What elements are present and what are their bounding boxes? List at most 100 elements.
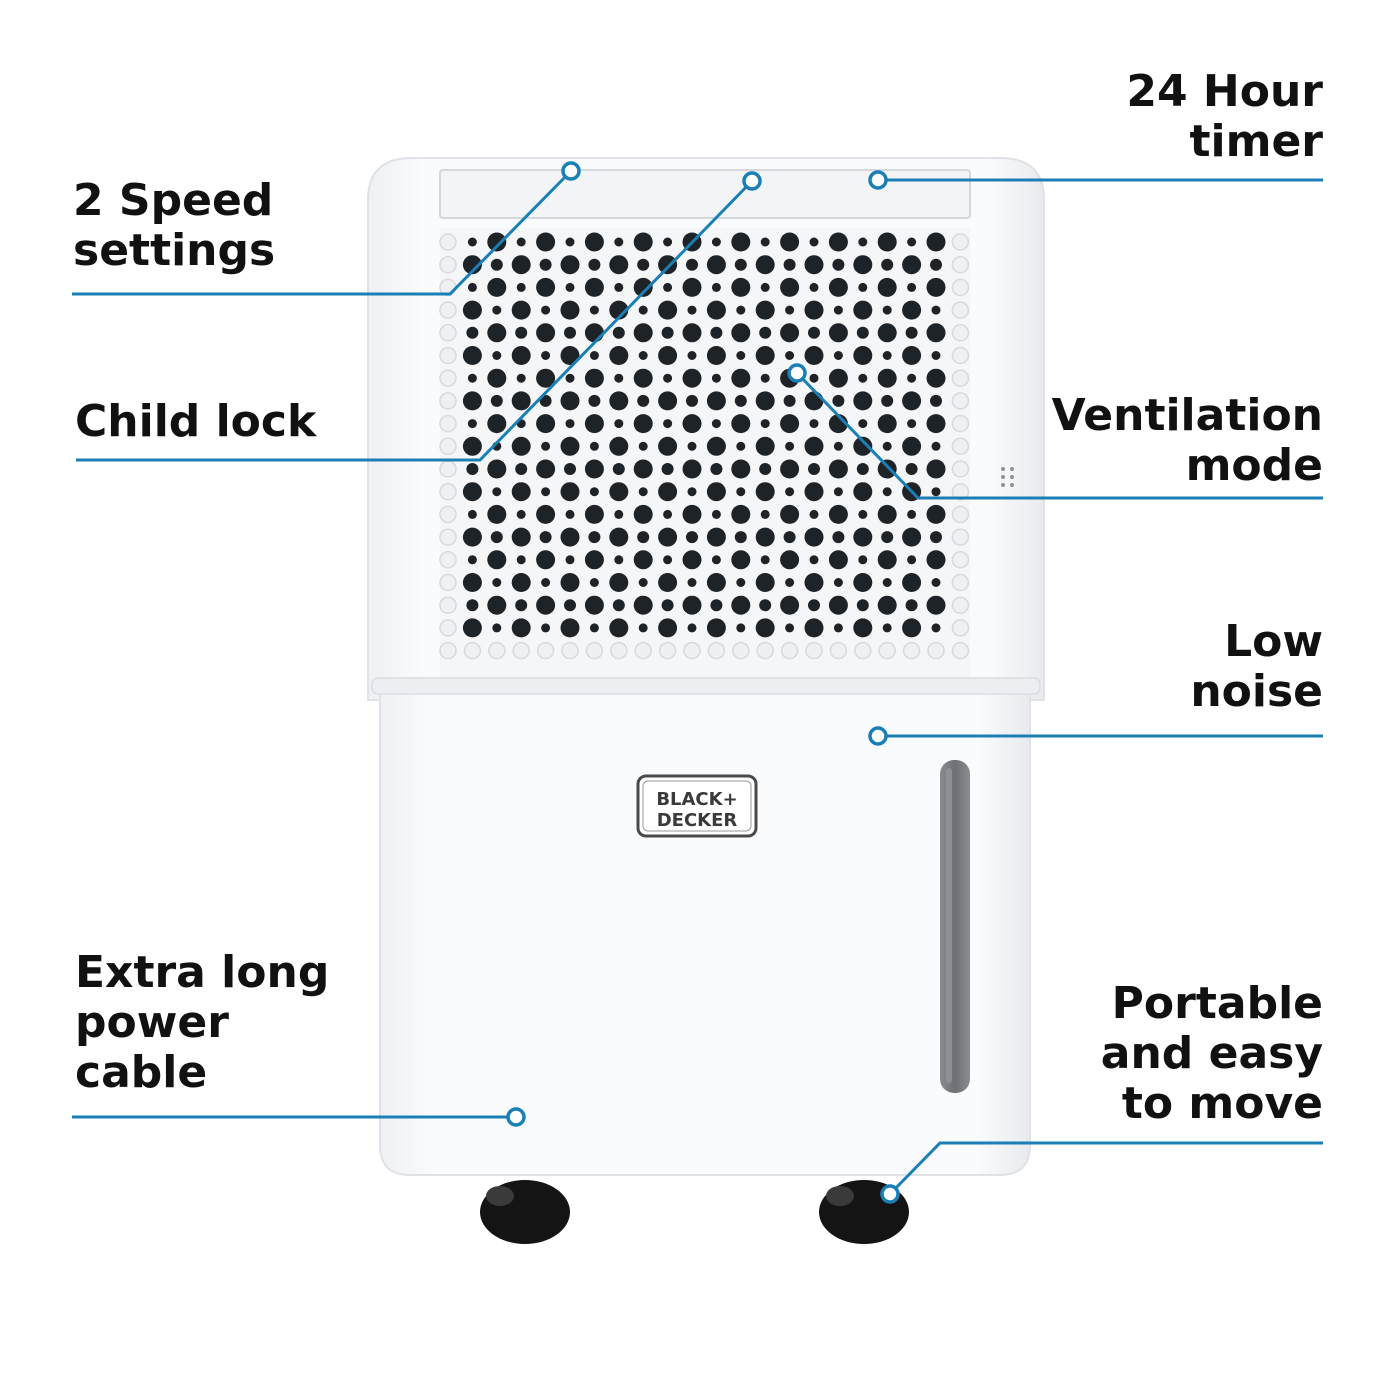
grille-hole [951, 619, 970, 637]
grille-hole [833, 623, 843, 633]
grille-hole [511, 255, 531, 275]
grille-hole [439, 528, 457, 546]
grille-hole [511, 391, 531, 411]
grille-hole [439, 414, 457, 433]
grille-hole [785, 623, 795, 633]
grille-hole [809, 555, 819, 565]
grille-hole [783, 258, 796, 271]
grille-hole [759, 599, 772, 612]
grille-hole [882, 578, 892, 587]
grille-hole [951, 573, 970, 592]
grille-hole [560, 346, 580, 365]
grille-hole [539, 258, 552, 271]
brand-logo: BLACK+ DECKER [636, 774, 758, 838]
grille-hole [856, 599, 869, 612]
grille-hole [809, 282, 819, 292]
grille-hole [732, 641, 750, 660]
grille-hole [907, 282, 917, 292]
grille-hole [439, 392, 457, 410]
grille-hole [487, 504, 507, 524]
grille-hole [584, 277, 604, 297]
grille-hole [785, 487, 795, 497]
grille-hole [610, 641, 628, 660]
grille-hole [804, 436, 824, 456]
grille-hole [584, 368, 604, 388]
grille-hole [785, 351, 795, 360]
grille-hole [755, 300, 775, 320]
grille-hole [804, 255, 824, 275]
brand-line2: DECKER [657, 810, 738, 831]
grille-hole [877, 277, 897, 297]
grille-hole [828, 368, 848, 388]
grille-hole [858, 282, 868, 292]
grille-hole [877, 504, 897, 524]
grille-hole [612, 599, 625, 612]
water-level-window [940, 760, 970, 1093]
grille-hole [736, 351, 746, 360]
grille-hole [760, 237, 770, 247]
grille-hole [877, 232, 897, 252]
grille-hole [515, 599, 528, 612]
grille-hole [731, 504, 751, 524]
grille-hole [804, 527, 824, 547]
grille-hole [663, 373, 673, 383]
label-noise-line1: Low [1224, 616, 1323, 667]
grille-hole [609, 255, 629, 275]
grille-hole [462, 527, 482, 547]
grille-hole [808, 599, 820, 612]
grille-hole [658, 527, 678, 547]
grille-hole [828, 232, 848, 252]
label-noise-line2: noise [1190, 666, 1323, 717]
grille-hole [907, 373, 917, 383]
label-speed-line1: 2 Speed [73, 175, 274, 226]
grille-hole [467, 419, 477, 429]
grille-hole [492, 623, 502, 633]
grille-hole [760, 419, 770, 429]
grille-hole [780, 595, 800, 615]
grille-hole [780, 641, 799, 660]
grille-hole [877, 368, 897, 388]
grille-hole [881, 258, 894, 271]
label-timer: 24 Hour timer [1126, 67, 1323, 167]
grille-hole [658, 346, 678, 365]
grille-hole [780, 323, 800, 343]
grille-hole [661, 463, 674, 475]
grille-hole [951, 324, 970, 342]
grille-hole [682, 595, 702, 615]
grille-hole [687, 623, 697, 633]
grille-hole [808, 326, 820, 339]
grille-hole [951, 505, 970, 524]
grille-hole [706, 436, 726, 456]
grille-hole [687, 305, 697, 315]
grille-hole [585, 641, 604, 660]
grille-hole [439, 233, 457, 251]
grille-hole [511, 346, 531, 365]
grille-hole [736, 305, 746, 315]
grille-hole [780, 414, 800, 434]
grille-hole [878, 641, 896, 660]
grille-hole [785, 578, 795, 587]
grille-hole [783, 394, 796, 407]
grille-hole [633, 550, 653, 570]
grille-hole [828, 550, 848, 570]
grille-hole [755, 436, 775, 456]
callout-lines [72, 169, 1323, 1196]
grille-hole [541, 305, 551, 315]
grille-hole [686, 531, 698, 544]
grille-hole [560, 391, 580, 411]
grille-hole [902, 641, 921, 660]
grille-hole [805, 641, 823, 660]
grille-hole [512, 641, 530, 660]
grille-hole [755, 391, 775, 411]
grille-hole [931, 351, 941, 360]
grille-hole [541, 623, 551, 633]
grille-hole [439, 460, 457, 478]
grille-hole [658, 482, 678, 502]
grille-hole [439, 596, 457, 614]
grille-hole [804, 391, 824, 411]
grille-hole [487, 459, 507, 479]
grille-hole [633, 595, 653, 615]
grille-hole [658, 618, 678, 638]
grille-hole [462, 482, 482, 502]
grille-hole [589, 578, 599, 587]
